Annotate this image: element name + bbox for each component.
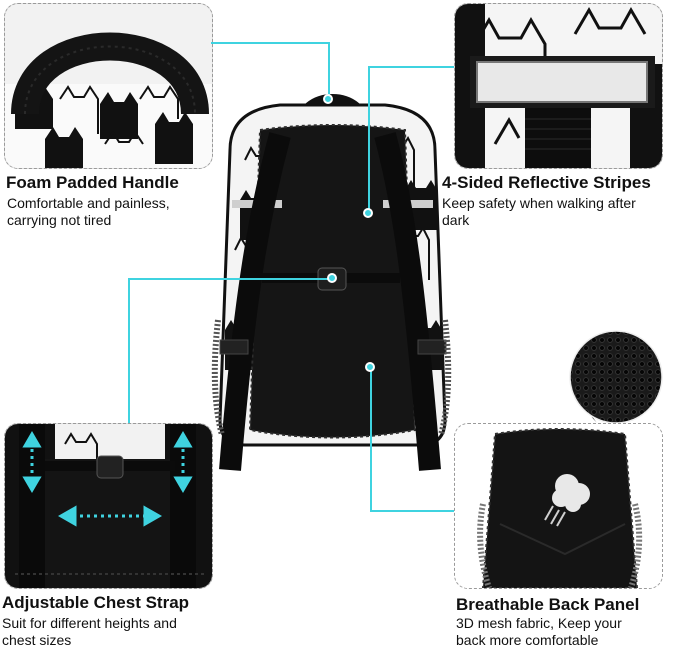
callout-line-handle-v — [328, 42, 330, 98]
callout-line-reflective-v — [368, 66, 370, 212]
feature-desc-back-panel: 3D mesh fabric, Keep your back more comf… — [456, 615, 622, 648]
reflective-stripe-closeup-image — [454, 3, 663, 169]
feature-title-reflective: 4-Sided Reflective Stripes — [442, 173, 651, 192]
feature-title-chest: Adjustable Chest Strap — [2, 593, 190, 612]
callout-dot-reflective — [363, 208, 373, 218]
callout-dot-back — [365, 362, 375, 372]
callout-line-back-h — [370, 510, 454, 512]
callout-dot-handle — [323, 94, 333, 104]
callout-line-chest-v — [128, 278, 130, 423]
chest-strap-closeup-image — [4, 423, 213, 589]
feature-desc-handle: Comfortable and painless, carrying not t… — [7, 195, 170, 228]
callout-line-chest-h — [128, 278, 332, 280]
feature-title-handle: Foam Padded Handle — [6, 173, 179, 192]
callout-line-reflective-h — [368, 66, 454, 68]
feature-desc-chest: Suit for different heights and chest siz… — [2, 615, 177, 648]
mesh-magnifier-image — [566, 328, 666, 438]
handle-closeup-image — [4, 3, 213, 169]
callout-line-handle-h — [211, 42, 329, 44]
callout-line-back-v — [370, 367, 372, 511]
back-panel-closeup-image — [454, 423, 663, 589]
callout-dot-chest — [327, 273, 337, 283]
feature-desc-reflective: Keep safety when walking after dark — [442, 195, 636, 228]
backpack-back-image — [200, 90, 465, 485]
feature-title-back-panel: Breathable Back Panel — [456, 595, 640, 614]
